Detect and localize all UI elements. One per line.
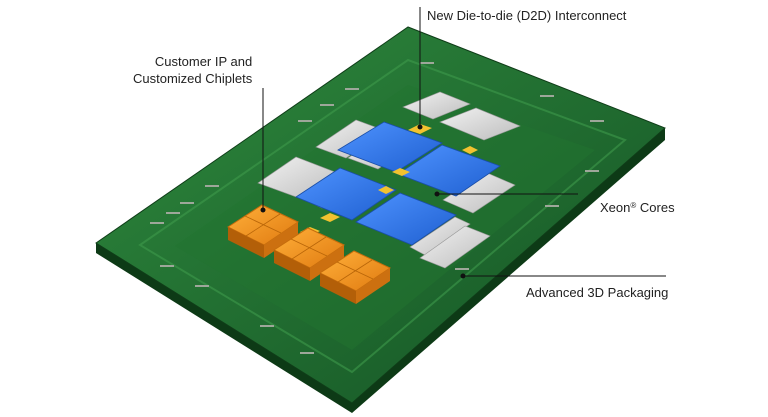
xeon-tile-2 (397, 144, 501, 197)
substrate-edge (96, 128, 665, 413)
contact-pads (150, 62, 604, 354)
xeon-tile-4 (355, 192, 457, 246)
leader-dot-d2d (417, 124, 423, 130)
xeon-tile-1 (337, 121, 443, 173)
d2d-bridges (300, 124, 478, 236)
label-xeon-cores-text: Cores (636, 200, 675, 215)
customer-chiplets (226, 204, 392, 304)
label-customer-chiplets: Customer IP and Customized Chiplets (133, 53, 252, 87)
xeon-tiles (295, 121, 501, 246)
leader-lines (260, 7, 666, 279)
label-xeon-cores: Xeon® Cores (600, 199, 675, 216)
label-customer-line1: Customer IP and (154, 54, 253, 69)
leader-dot-packaging (460, 273, 466, 279)
xeon-tile-3 (295, 167, 397, 221)
label-advanced-packaging: Advanced 3D Packaging (526, 285, 669, 300)
label-customer-line2: Customized Chiplets (133, 71, 253, 86)
leader-dot-xeon (434, 191, 440, 197)
substrate-inner-ring (138, 58, 627, 374)
label-xeon-name: Xeon (600, 200, 631, 215)
leader-dot-customer (260, 207, 266, 213)
label-xeon-mark: ® (630, 201, 637, 210)
label-d2d-interconnect: New Die-to-die (D2D) Interconnect (427, 8, 627, 23)
